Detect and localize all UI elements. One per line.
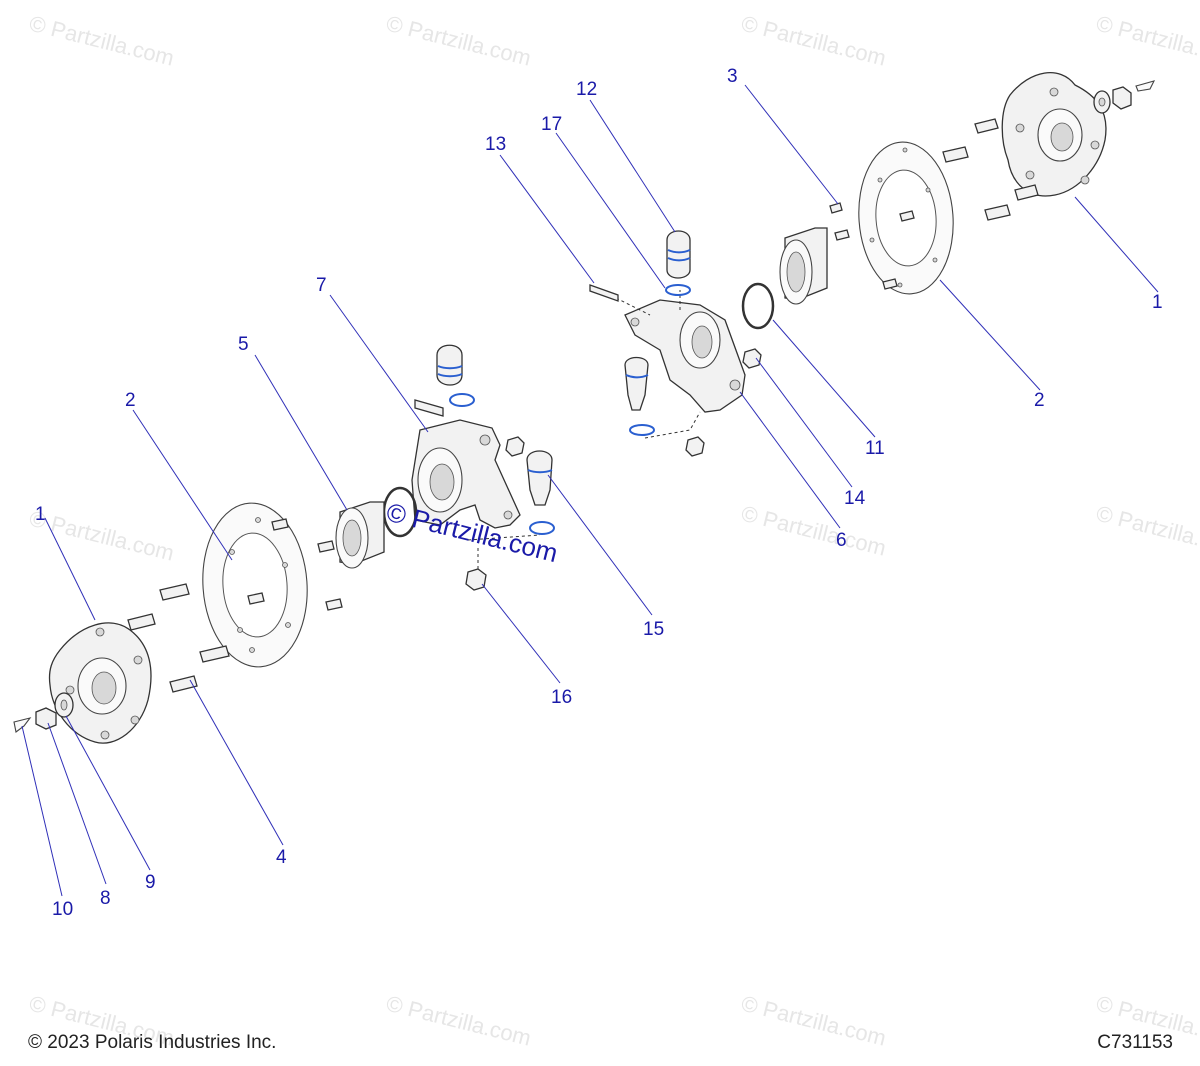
- callout-9: 9: [145, 872, 156, 893]
- pinch-bolt-left: [414, 399, 444, 417]
- knuckle-right: [624, 299, 746, 413]
- callout-1-left: 1: [35, 504, 46, 525]
- watermark: © Partzilla.com: [1094, 11, 1200, 71]
- callout-13: 13: [485, 134, 506, 155]
- dash-line: [644, 411, 701, 439]
- ball-joint-lower-right: [624, 356, 649, 411]
- bearing-right: [779, 227, 828, 305]
- callout-8: 8: [100, 888, 111, 909]
- watermark: © Partzilla.com: [739, 501, 889, 561]
- pinch-bolt-right: [589, 284, 619, 302]
- callout-6: 6: [836, 530, 847, 551]
- watermark: © Partzilla.com: [1094, 501, 1200, 561]
- disc-bolts-right: [829, 202, 915, 290]
- callout-3: 3: [727, 66, 738, 87]
- nut-right-lower: [685, 436, 705, 457]
- ball-joint-upper-left: [436, 344, 463, 386]
- snap-ring-right: [741, 282, 775, 330]
- nut-right-upper: [742, 348, 762, 369]
- ball-joint-lower-left: [526, 450, 553, 506]
- seal-ring-left-lower: [529, 521, 555, 535]
- watermark: © Partzilla.com: [27, 506, 177, 566]
- brake-disc-left: [202, 502, 308, 668]
- callout-2-left: 2: [125, 390, 136, 411]
- dash-line: [467, 534, 541, 541]
- watermark: © Partzilla.com: [384, 11, 534, 71]
- hub-left: [48, 622, 152, 744]
- callout-15: 15: [643, 619, 664, 640]
- callout-1: 1: [1152, 292, 1163, 313]
- callout-17: 17: [541, 114, 562, 135]
- copyright-text: © 2023 Polaris Industries Inc.: [28, 1032, 277, 1053]
- watermark: © Partzilla.com: [27, 11, 177, 71]
- ball-joint-upper-right: [666, 230, 691, 279]
- seal-ring-left-upper: [449, 393, 475, 407]
- bearing-left: [335, 501, 385, 569]
- callout-7: 7: [316, 275, 327, 296]
- callouts: 1 2 3 4 5 6 7 8 9 10 11 12 13 14 15 16 1…: [35, 66, 1163, 920]
- callout-10: 10: [52, 899, 73, 920]
- diagram-code: C731153: [1097, 1032, 1173, 1053]
- callout-16: 16: [551, 687, 572, 708]
- watermark: © Partzilla.com: [739, 11, 889, 71]
- watermark: © Partzilla.com: [739, 991, 889, 1051]
- callout-2: 2: [1034, 390, 1045, 411]
- callout-5: 5: [238, 334, 249, 355]
- nut-left-upper: [505, 436, 525, 457]
- callout-14: 14: [844, 488, 866, 509]
- nut-left-lower: [465, 568, 487, 591]
- callout-11: 11: [865, 438, 885, 459]
- callout-12: 12: [576, 79, 597, 100]
- leader-lines: [21, 84, 1159, 897]
- nut-washer-right: [1093, 80, 1156, 114]
- disc-bolts-left: [247, 518, 343, 611]
- knuckle-left: [411, 419, 521, 529]
- hub-right: [1001, 72, 1107, 197]
- watermark: © Partzilla.com: [384, 991, 534, 1051]
- callout-4: 4: [276, 847, 287, 868]
- seal-ring-right-upper: [665, 284, 691, 296]
- wheel-studs-right: [942, 118, 1039, 221]
- nut-washer-left: [13, 692, 74, 733]
- seal-ring-right-lower: [629, 424, 655, 436]
